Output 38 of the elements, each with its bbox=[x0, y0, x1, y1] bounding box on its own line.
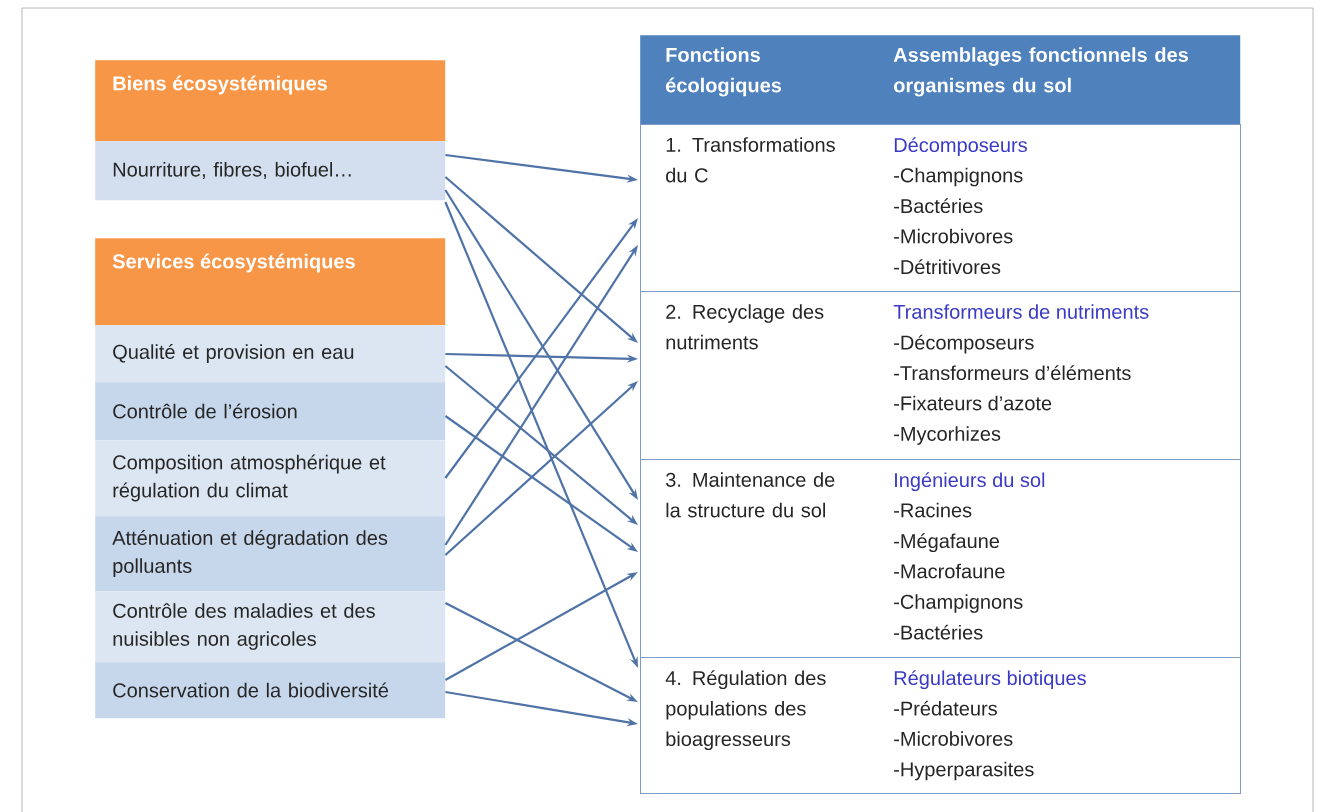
service-box: Composition atmosphérique et régulation du climat bbox=[95, 440, 446, 517]
list-item: -Bactéries bbox=[894, 624, 983, 640]
service-box: Conservation de la biodiversité bbox=[95, 662, 446, 719]
list-item: -Champignons bbox=[894, 167, 1023, 187]
list-item: -Microbivores bbox=[894, 228, 1013, 244]
list-item: -Champignons bbox=[894, 594, 1023, 613]
group-title: Transformeurs de nutriments bbox=[893, 304, 1149, 319]
service-box: Contrôle des maladies et des nuisibles non agricoles bbox=[95, 591, 446, 663]
service-box: Nourriture, fibres, biofuel… bbox=[95, 141, 446, 201]
list-item: -Mégafaune bbox=[894, 533, 1000, 553]
category-header: Services écosystémiques bbox=[95, 238, 446, 326]
list-item: -Décomposeurs bbox=[894, 334, 1034, 354]
group-title: Ingénieurs du sol bbox=[895, 472, 1045, 492]
service-box: Atténuation et dégradation des polluants bbox=[95, 516, 446, 592]
table-row bbox=[640, 124, 1241, 292]
list-item: -Microbivores bbox=[894, 731, 1013, 746]
group-title: Régulateurs biotiques bbox=[894, 670, 1086, 690]
list-item: -Mycorhizes bbox=[894, 426, 1001, 445]
table-row bbox=[640, 657, 1241, 794]
list-item: -Détritivores bbox=[894, 259, 1001, 275]
table-row bbox=[640, 459, 1241, 658]
service-box: Qualité et provision en eau bbox=[95, 325, 446, 383]
list-item: -Bactéries bbox=[894, 198, 983, 214]
category-header: Biens écosystémiques bbox=[95, 60, 446, 142]
function-label: 3. Maintenance de la structure du sol bbox=[666, 472, 835, 518]
table-row bbox=[640, 291, 1241, 460]
list-item: -Transformeurs d’éléments bbox=[894, 365, 1131, 381]
list-item: -Macrofaune bbox=[894, 563, 1005, 579]
table-header: Fonctions écologiques Assemblages fonctionnels des organismes du sol bbox=[640, 35, 1241, 125]
group-title: Décomposeurs bbox=[894, 137, 1027, 157]
service-box: Contrôle de l’érosion bbox=[95, 382, 446, 441]
function-label: 1. Transformations du C bbox=[666, 137, 835, 183]
list-item: -Fixateurs d’azote bbox=[894, 395, 1052, 411]
list-item: -Hyperparasites bbox=[894, 761, 1034, 781]
list-item: -Racines bbox=[894, 502, 972, 518]
function-label: 4. Régulation des populations des bioagresseurs bbox=[665, 670, 826, 751]
list-item: -Prédateurs bbox=[894, 700, 997, 716]
function-label: 2. Recyclage des nutriments bbox=[666, 304, 824, 350]
